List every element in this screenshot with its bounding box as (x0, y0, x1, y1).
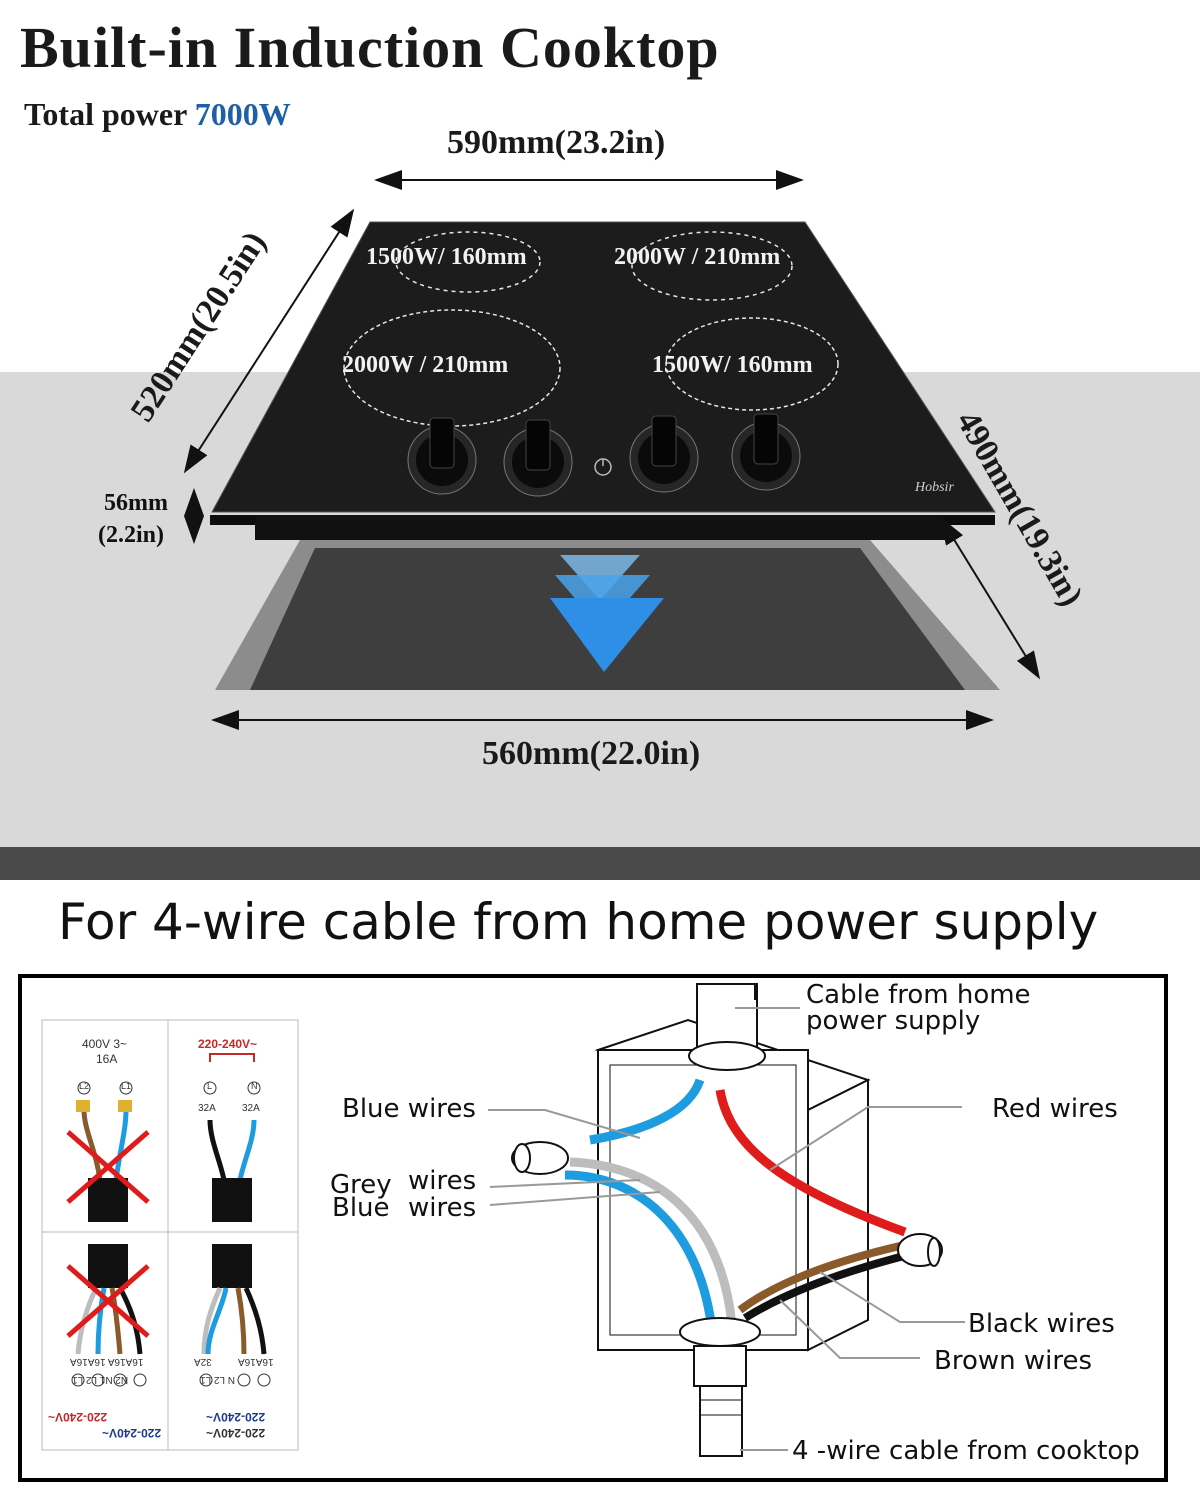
p2-voltage: 220-240V~ (198, 1037, 258, 1051)
home-supply-cable (688, 983, 766, 1071)
power-value: 7000W (194, 96, 291, 132)
burner-label-4: 1500W/ 160mm (652, 352, 813, 378)
leader-red (769, 1106, 962, 1171)
left-depth-arrow (183, 208, 355, 474)
p4-terminals: N L2 L1 (200, 1374, 236, 1385)
height-mm-label: 56mm (104, 490, 168, 516)
p3-voltage-2: 220-240V~ (102, 1426, 162, 1440)
cooktop-glass (211, 221, 996, 513)
burner-zone-4 (665, 317, 839, 411)
wiring-diagram (18, 974, 1168, 1482)
p1-voltage: 400V 3~ (82, 1037, 128, 1051)
cooktop-cable (679, 1317, 761, 1457)
p4-amp-1: 32A (194, 1356, 212, 1367)
control-knob-2[interactable] (503, 419, 573, 497)
leader-blue-top (488, 1109, 641, 1139)
p1-amps: 16A (96, 1052, 118, 1066)
wire-nut-left-icon (511, 1141, 569, 1175)
p3-voltage-1: 220-240V~ (48, 1410, 108, 1424)
burner-zone-1 (395, 231, 541, 293)
right-depth-arrow (939, 516, 1041, 680)
blue-wire-top (589, 1078, 705, 1145)
power-label: Total power (24, 96, 187, 132)
label-wires-a: wires (408, 1166, 477, 1196)
p2-term-2: N (251, 1081, 258, 1091)
p4-voltage-2: 220-240V~ (206, 1426, 266, 1440)
label-blue-wires-top: Blue wires (342, 1094, 476, 1124)
p2-amp-1: 32A (198, 1103, 216, 1114)
cooktop-illustration (0, 170, 1200, 880)
control-knob-1[interactable] (407, 417, 477, 495)
label-red-wires: Red wires (992, 1094, 1118, 1124)
burner-label-2: 2000W / 210mm (614, 244, 781, 270)
p1-term-2: L1 (121, 1081, 132, 1091)
grey-wire (569, 1157, 737, 1326)
p2-term-1: L (207, 1081, 213, 1091)
wiring-heading: For 4-wire cable from home power supply (58, 893, 1099, 951)
leader-brown (779, 1299, 920, 1359)
bottom-width-label: 560mm(22.0in) (482, 735, 701, 772)
burner-label-1: 1500W/ 160mm (366, 244, 527, 270)
leader-blue (489, 1191, 661, 1206)
label-black-wires: Black wires (968, 1309, 1115, 1339)
p2-amp-2: 32A (242, 1103, 260, 1114)
p3-terminals: N2 N1 L2 L1 (72, 1374, 129, 1385)
p3-amps: 16A16A 16A16A (70, 1356, 144, 1367)
cooktop-body (255, 515, 945, 540)
label-cable-cooktop: 4 -wire cable from cooktop (792, 1436, 1140, 1466)
p1-term-1: L2 (79, 1081, 90, 1091)
page-title: Built-in Induction Cooktop (20, 15, 720, 80)
blue-wire-lower (564, 1170, 717, 1331)
height-in-label: (2.2in) (98, 522, 164, 548)
p4-amp-2: 16A16A (238, 1356, 274, 1367)
wire-nut-right-icon (897, 1233, 943, 1267)
label-blue: Blue (332, 1193, 390, 1223)
install-down-arrow-icon (550, 555, 664, 672)
top-width-label: 590mm(23.2in) (447, 124, 666, 161)
brand-logo: Hobsir (915, 480, 954, 495)
label-cable-home-2: power supply (806, 1006, 981, 1036)
power-icon (594, 458, 612, 476)
label-brown-wires: Brown wires (934, 1346, 1093, 1376)
label-grey: Grey (330, 1170, 392, 1200)
control-knob-4[interactable] (731, 413, 801, 491)
countertop-edge (0, 847, 1200, 880)
brown-wire (737, 1242, 901, 1314)
p4-voltage-1: 220-240V~ (206, 1410, 266, 1424)
label-cable-home-1: Cable from home (806, 980, 1031, 1010)
connection-options-panel (41, 1019, 299, 1451)
burner-zone-2 (631, 231, 793, 301)
control-knob-3[interactable] (629, 415, 699, 493)
burner-label-3: 2000W / 210mm (342, 352, 509, 378)
label-wires-b: wires (408, 1193, 477, 1223)
leader-black (819, 1271, 965, 1323)
total-power: Total power 7000W (24, 96, 291, 133)
black-wire (742, 1252, 906, 1322)
leader-grey (489, 1179, 641, 1188)
